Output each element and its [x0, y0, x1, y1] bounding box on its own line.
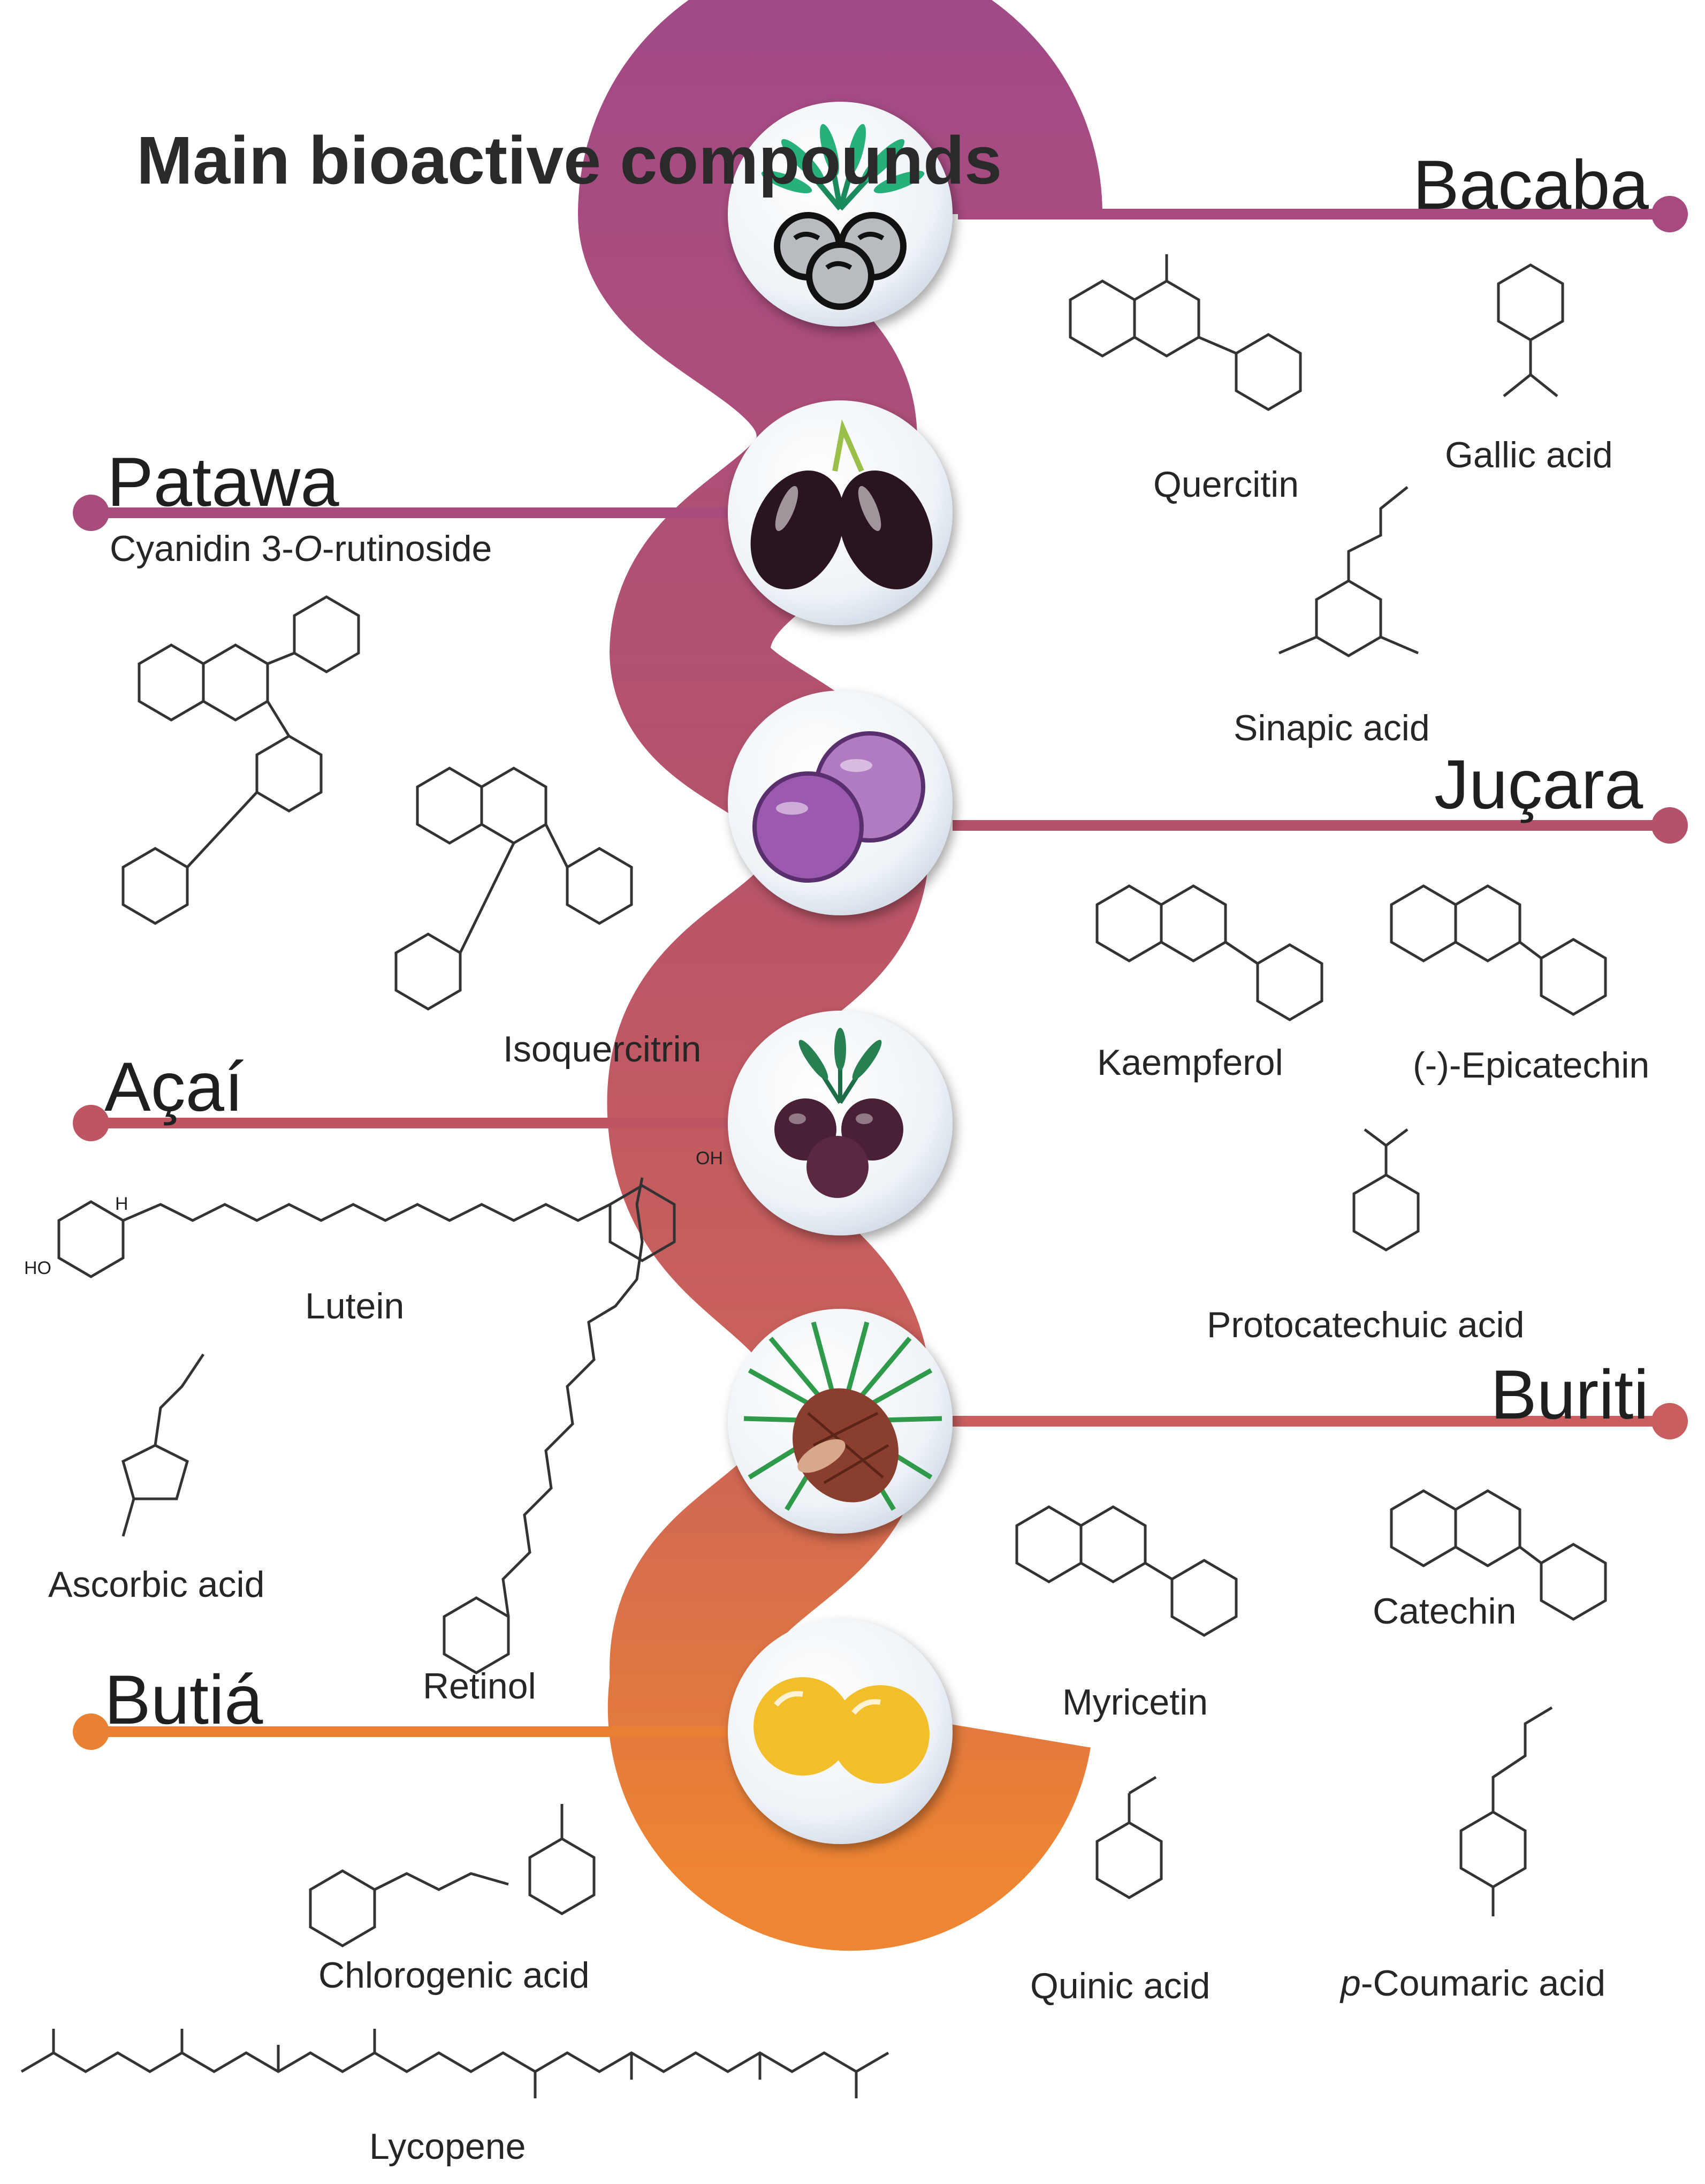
connector-buriti [953, 1403, 1688, 1439]
compound-quercitin: Quercitin [1153, 464, 1299, 505]
kaempferol-structure [1095, 884, 1323, 1021]
compound-epicatechin: (-)-Epicatechin [1413, 1045, 1650, 1086]
compound-p-coumaric-acid: p-Coumaric acid [1341, 1962, 1605, 2005]
page-title: Main bioactive compounds [136, 123, 1002, 198]
lutein-structure [57, 1184, 676, 1278]
cyanidin-suffix: -rutinoside [322, 528, 492, 569]
butia-icon [728, 1619, 953, 1844]
cyanidin-o: O [293, 528, 322, 569]
compound-catechin: Catechin [1373, 1591, 1517, 1632]
buriti-icon [728, 1309, 953, 1534]
compound-isoquercitrin: Isoquercitrin [503, 1029, 702, 1070]
isoquercitrin-structure [394, 767, 633, 1011]
compound-myricetin: Myricetin [1062, 1682, 1208, 1723]
cyanidin-prefix: Cyanidin 3- [110, 528, 294, 569]
fruit-label-butia: Butiá [104, 1660, 263, 1739]
gallic-acid-structure [1497, 263, 1564, 397]
ascorbic-acid-structure [121, 1353, 205, 1537]
lutein-ho-label: HO [24, 1258, 51, 1278]
quercitin-structure [1069, 254, 1302, 411]
protocatechuic-acid-structure [1352, 1128, 1420, 1252]
acai-icon [728, 1011, 953, 1235]
compound-sinapic-acid: Sinapic acid [1234, 708, 1430, 748]
p-coumaric-suffix: -Coumaric acid [1360, 1963, 1606, 2004]
fruit-label-buriti: Buriti [1490, 1355, 1649, 1434]
chlorogenic-acid-structure [309, 1804, 596, 1947]
lutein-oh-label: OH [696, 1148, 723, 1169]
compound-chlorogenic-acid: Chlorogenic acid [318, 1955, 590, 1996]
compound-cyanidin-rutinoside: Cyanidin 3-O-rutinoside [110, 527, 492, 570]
compound-ascorbic-acid: Ascorbic acid [48, 1564, 265, 1605]
patawa-icon [728, 400, 953, 625]
chemical-structures [20, 254, 1607, 2098]
connector-patawa [73, 495, 744, 531]
fruit-label-jucara: Juçara [1434, 745, 1643, 823]
connector-jucara [953, 807, 1688, 844]
connector-bacaba [958, 196, 1688, 232]
p-coumaric-acid-structure [1459, 1706, 1553, 1916]
compound-lycopene: Lycopene [369, 2126, 526, 2167]
compound-gallic-acid: Gallic acid [1445, 435, 1613, 475]
quinic-acid-structure [1095, 1776, 1163, 1899]
fruit-label-acai: Açaí [104, 1048, 244, 1126]
connector-butia [73, 1713, 744, 1750]
lutein-h-label: H [115, 1194, 128, 1214]
compound-lutein: Lutein [305, 1286, 405, 1326]
myricetin-structure [1015, 1505, 1238, 1637]
jucara-icon [728, 691, 953, 915]
bacaba-icon [728, 102, 953, 327]
sinapic-acid-structure [1278, 486, 1419, 657]
compound-protocatechuic-acid: Protocatechuic acid [1207, 1305, 1525, 1345]
fruit-label-bacaba: Bacaba [1413, 146, 1649, 224]
p-coumaric-prefix: p [1341, 1963, 1361, 2004]
catechin-structure [1390, 1489, 1607, 1621]
compound-kaempferol: Kaempferol [1097, 1042, 1283, 1083]
compound-retinol: Retinol [423, 1666, 536, 1707]
retinol-structure [443, 1177, 644, 1674]
compound-quinic-acid: Quinic acid [1030, 1966, 1211, 2006]
lycopene-structure [20, 2029, 889, 2098]
connector-acai [73, 1105, 744, 1141]
structure-atom-labels: OH HO H [24, 1148, 723, 1278]
cyanidin-structure [121, 595, 360, 925]
fruit-label-patawa: Patawa [107, 443, 339, 521]
epicatechin-structure [1390, 884, 1607, 1016]
